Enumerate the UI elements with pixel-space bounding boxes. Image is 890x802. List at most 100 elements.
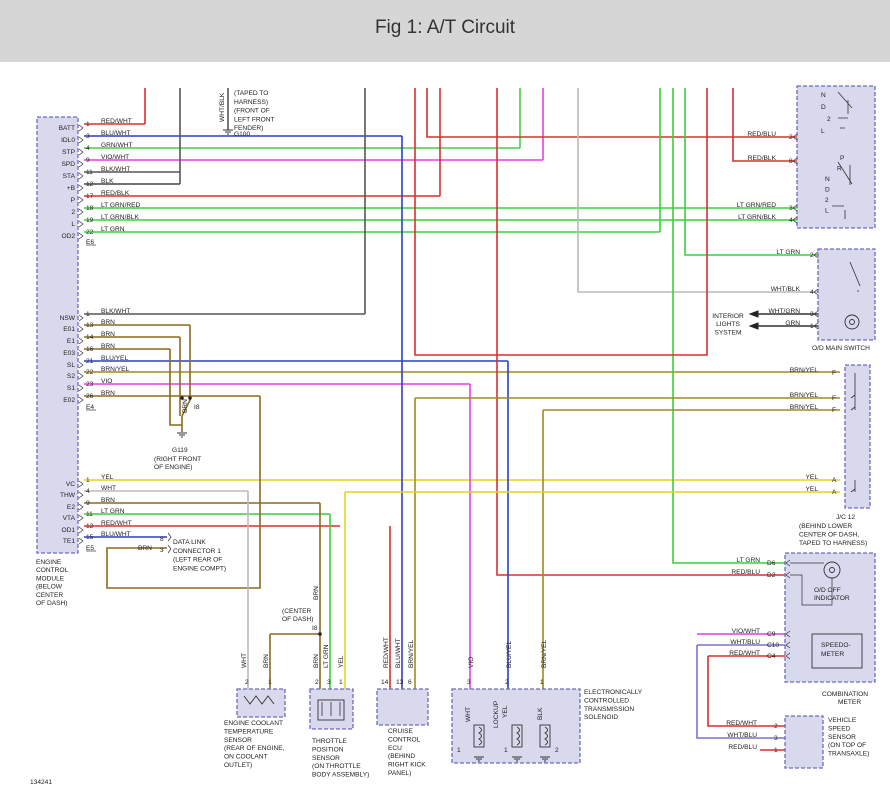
jc12-pin: A	[832, 477, 837, 484]
pin-terminal	[78, 314, 84, 322]
wire-color-label: RED/BLK	[101, 190, 130, 197]
coolant-name: ON COOLANT	[224, 754, 268, 761]
pin-terminal	[78, 480, 84, 488]
pin-terminal	[792, 157, 798, 165]
coolant-name: ENGINE COOLANT	[224, 720, 283, 727]
jc12-pin: A	[832, 489, 837, 496]
ects-wire-label: BLU/YEL	[506, 641, 513, 668]
jc12-wire-label: BRN/YEL	[790, 392, 819, 399]
g100-ground-label: G100	[234, 131, 250, 138]
dlc-terminal	[167, 532, 172, 554]
neutral-wire-label: RED/BLU	[747, 131, 776, 138]
wire-color-label: BLK/WHT	[101, 308, 130, 315]
od-wire-label: LT GRN	[776, 249, 800, 256]
vss-wire-label: RED/BLU	[728, 744, 757, 751]
vss-name: SENSOR	[828, 734, 856, 741]
g100-wire-label: WHT/BLK	[219, 92, 226, 122]
neutral-redblk	[732, 88, 797, 162]
od-off-indicator-label: INDICATOR	[814, 595, 850, 602]
pin-terminal	[78, 372, 84, 380]
wire-pin-number: 18	[86, 205, 94, 212]
vss-name: VEHICLE	[828, 717, 857, 724]
ecm-pin-label: BATT	[59, 125, 75, 132]
arrow-icon	[748, 322, 759, 330]
vss-wire-label: RED/WHT	[726, 720, 757, 727]
pin-terminal	[78, 325, 84, 333]
g119-conn: I8	[194, 404, 200, 411]
pin-terminal	[78, 361, 84, 369]
tps-name: SENSOR	[312, 755, 340, 762]
meter-wire-label: WHT/BLU	[730, 639, 760, 646]
wire-pin-number: 13	[86, 322, 94, 329]
gear-label: 2	[827, 116, 831, 123]
wire-color-label: RED/WHT	[101, 520, 132, 527]
ects-wire-label: BRN/YEL	[541, 639, 548, 668]
jc12-name: J/C 12	[836, 514, 855, 521]
ects-pin: 1	[504, 747, 508, 754]
pin-terminal	[813, 251, 819, 259]
ecm-pin-label: E1	[67, 338, 75, 345]
coolant-sensor-box	[236, 688, 286, 718]
pin-terminal	[78, 124, 84, 132]
ects-pin: 1	[457, 747, 461, 754]
wire-pin-number: 21	[86, 358, 94, 365]
speedometer-block	[811, 633, 863, 669]
wire-color-label: BLK	[101, 178, 114, 185]
dlc-name: (LEFT REAR OF	[173, 557, 222, 564]
figure-title: Fig 1: A/T Circuit	[374, 17, 516, 38]
jc12-wire-label: YEL	[806, 474, 819, 481]
pin-terminal	[78, 184, 84, 192]
jc12-box	[844, 364, 871, 509]
ecm-name: CONTROL	[36, 567, 69, 574]
interior-lights-label: INTERIOR	[712, 313, 744, 320]
pin-terminal	[792, 204, 798, 212]
pin-terminal	[78, 208, 84, 216]
wire-pin-number: 12	[86, 181, 94, 188]
od-wire-label: GRN	[785, 320, 800, 327]
ecm-name: MODULE	[36, 575, 65, 582]
meter-ltgrn	[672, 88, 790, 564]
gear-label: N	[825, 176, 830, 183]
g100-location: (TAPED TO	[234, 90, 268, 97]
dlc-name: CONNECTOR 1	[173, 548, 221, 555]
wire-pin-number: 22	[86, 369, 94, 376]
cruise-pin: 6	[408, 679, 412, 686]
wire-pin-number: 16	[86, 346, 94, 353]
pin-terminal	[78, 196, 84, 204]
neutral-pin: 4	[789, 217, 793, 224]
ecm-pin-label: OD1	[61, 527, 75, 534]
jc12-wire-label: BRN/YEL	[790, 367, 819, 374]
ecm-pin-label: E01	[63, 326, 75, 333]
wire-color-label: YEL	[101, 474, 114, 481]
coolant-name: (REAR OF ENGINE,	[224, 745, 285, 752]
wire-pin-number: 4	[86, 488, 90, 495]
od-pin: 1	[810, 323, 814, 330]
pin-terminal	[785, 641, 791, 649]
od-wire-label: WHT/BLK	[771, 286, 801, 293]
cruise-pin: 13	[396, 679, 404, 686]
wire-pin-number: 14	[86, 334, 94, 341]
meter-pin: C9	[767, 631, 776, 638]
wire-pin-number: 19	[86, 217, 94, 224]
center-dash-conn: I8	[312, 625, 318, 632]
g100-location: (FRONT OF	[234, 108, 270, 115]
wire-pin-number: 4	[86, 145, 90, 152]
ects-coil	[539, 724, 551, 748]
redloop	[414, 88, 708, 356]
tps-name: (ON THROTTLE	[312, 763, 361, 770]
ects-name: ELECTRONICALLY	[584, 689, 643, 696]
wire-color-label: RED/WHT	[101, 118, 132, 125]
pin-terminal	[785, 652, 791, 660]
gear-label: L	[821, 128, 825, 135]
cruise-name: RIGHT KICK	[388, 762, 426, 769]
od-off-indicator-label: O/D OFF	[814, 587, 841, 594]
ecm-name: ENGINE	[36, 559, 62, 566]
jc12-bus	[850, 480, 856, 493]
brn-3	[169, 349, 182, 426]
ecm-name: CENTER	[36, 592, 63, 599]
title-bar: Fig 1: A/T Circuit	[0, 0, 890, 62]
ecm-pin-label: E2	[67, 504, 75, 511]
wire-color-label: BLK/WHT	[101, 166, 130, 173]
jc12-location: (BEHIND LOWER	[799, 523, 852, 530]
ecm-pin-label: +B	[67, 185, 76, 192]
